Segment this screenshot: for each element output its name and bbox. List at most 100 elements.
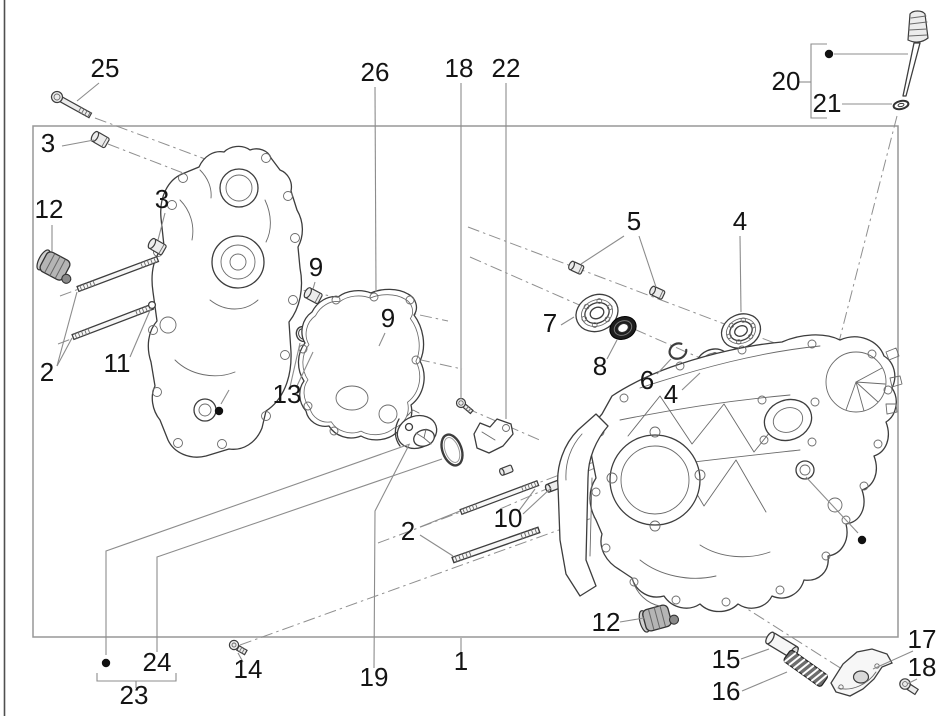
leader-line-7 xyxy=(560,316,575,326)
leader-line-4 xyxy=(739,235,742,313)
callout-label-1: 1 xyxy=(454,646,468,676)
reference-dot-leader xyxy=(220,389,230,405)
callout-label-9: 9 xyxy=(309,252,323,282)
callout-label-13: 13 xyxy=(273,379,302,409)
oil-seal-8 xyxy=(609,316,637,340)
leader-line-13 xyxy=(295,351,314,389)
ball-dowel-11 xyxy=(147,300,157,310)
dowel-pin-10a xyxy=(498,464,514,477)
callout-label-6: 6 xyxy=(640,365,654,395)
left-crankcase-half xyxy=(147,145,304,458)
o-ring-24 xyxy=(440,433,464,467)
screw-18-bottom xyxy=(899,678,920,696)
sealing-washer-21 xyxy=(892,99,910,111)
callout-label-14: 14 xyxy=(234,654,263,684)
flange-bolt-18-mid xyxy=(455,397,474,415)
leader-line-19 xyxy=(373,444,410,669)
callout-label-10: 10 xyxy=(494,503,523,533)
leader-line-10 xyxy=(517,488,536,513)
stud-2b xyxy=(71,303,154,341)
callout-label-15: 15 xyxy=(712,644,741,674)
leader-line-13 xyxy=(289,342,301,388)
ball-bearing-7 xyxy=(575,293,619,333)
flange-bolt-25 xyxy=(50,90,93,119)
leader-line-5 xyxy=(638,235,657,288)
dowel-5a xyxy=(566,259,585,276)
callout-label-3: 3 xyxy=(155,184,169,214)
leader-line-14 xyxy=(237,652,244,663)
callout-label-19: 19 xyxy=(360,662,389,692)
leader-line-3 xyxy=(61,139,95,147)
leader-line-4 xyxy=(681,372,701,391)
leader-line-2 xyxy=(56,337,73,367)
spring-16 xyxy=(783,649,828,687)
leader-line-2 xyxy=(56,291,78,367)
diagram-border-box xyxy=(32,125,899,638)
callout-label-11: 11 xyxy=(104,348,131,378)
leader-line-15 xyxy=(740,648,770,660)
mount-bushing-12-left xyxy=(33,247,79,286)
reference-dot xyxy=(101,658,111,668)
leader-line-3 xyxy=(157,212,166,241)
callout-label-16: 16 xyxy=(712,676,741,706)
circlip-6 xyxy=(668,342,688,360)
cover-gasket-26 xyxy=(297,288,425,441)
callout-label-7: 7 xyxy=(543,308,557,338)
callout-label-25: 25 xyxy=(91,53,120,83)
reference-dot xyxy=(214,406,224,416)
leader-line-17 xyxy=(872,650,914,670)
leader-line-9 xyxy=(312,281,316,290)
leader-line-24 xyxy=(156,458,443,652)
bracket-plate-22 xyxy=(473,418,514,454)
leader-line-23 xyxy=(96,673,177,682)
callout-label-24: 24 xyxy=(143,647,172,677)
leader-line-5 xyxy=(580,235,625,265)
callout-label-18: 18 xyxy=(445,53,474,83)
leader-line-6 xyxy=(656,358,672,375)
reference-dot xyxy=(824,49,834,59)
leader-line-8 xyxy=(606,339,618,360)
reference-dot-leader xyxy=(805,476,859,534)
callout-label-21: 21 xyxy=(813,88,842,118)
screw-14 xyxy=(228,639,248,656)
callout-label-23: 23 xyxy=(120,680,149,710)
leader-line-20 xyxy=(810,43,827,119)
leader-line-12 xyxy=(619,617,645,623)
leader-line-11 xyxy=(129,307,152,358)
leader-line-25 xyxy=(76,82,100,102)
leader-line-2 xyxy=(419,534,454,557)
callout-label-5: 5 xyxy=(627,206,641,236)
cover-plate-17 xyxy=(830,648,893,697)
callout-label-20: 20 xyxy=(772,66,801,96)
callout-label-17: 17 xyxy=(908,624,937,654)
callout-label-2: 2 xyxy=(401,516,415,546)
callout-label-4: 4 xyxy=(664,379,678,409)
dowel-5b xyxy=(647,284,666,301)
leader-line-26 xyxy=(374,86,377,293)
leader-line-18 xyxy=(906,678,918,685)
callout-label-3: 3 xyxy=(41,128,55,158)
leader-line-2 xyxy=(419,510,461,528)
callout-label-12: 12 xyxy=(35,194,64,224)
reference-dot xyxy=(857,535,867,545)
callout-label-2: 2 xyxy=(40,357,54,387)
callout-label-8: 8 xyxy=(593,351,607,381)
callout-label-18: 18 xyxy=(908,652,937,682)
oil-dipstick-20 xyxy=(902,10,929,97)
callout-label-22: 22 xyxy=(492,53,521,83)
callout-label-4: 4 xyxy=(733,206,747,236)
water-pump-19 xyxy=(394,409,438,450)
right-crankcase-half xyxy=(557,334,903,613)
callout-label-26: 26 xyxy=(361,57,390,87)
leader-line-10 xyxy=(522,487,552,515)
callout-label-12: 12 xyxy=(592,607,621,637)
spacer-bush-3a xyxy=(89,129,111,149)
callout-label-9: 9 xyxy=(381,303,395,333)
leader-line-9 xyxy=(378,332,386,347)
stud-2a xyxy=(76,256,160,293)
reference-dot-leader xyxy=(105,443,411,655)
leader-line-16 xyxy=(741,671,788,692)
